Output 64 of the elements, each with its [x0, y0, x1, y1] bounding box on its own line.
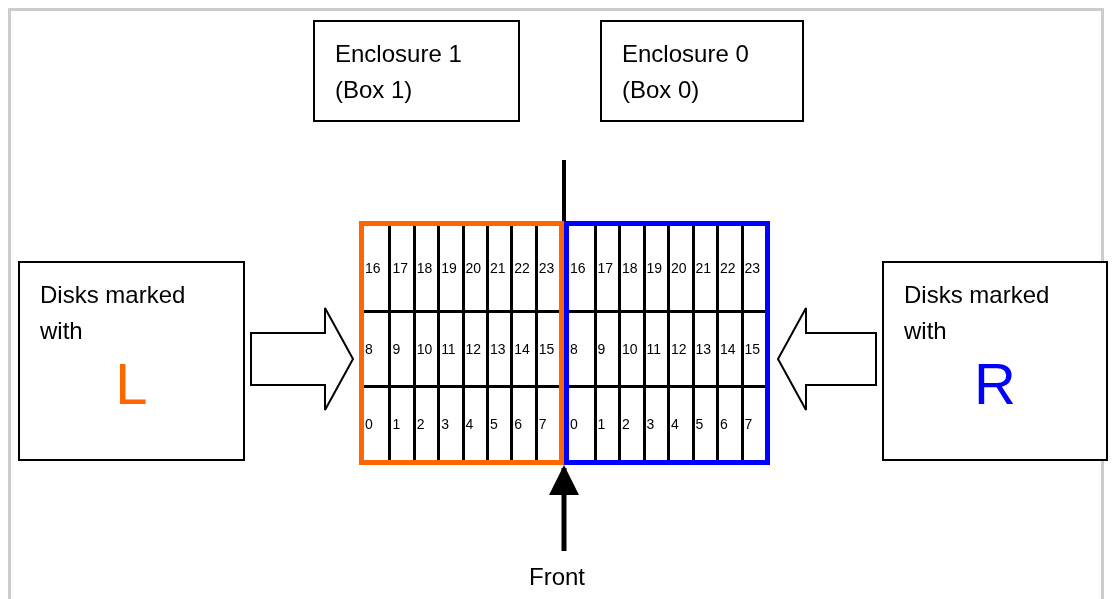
disk-slot: 2	[412, 385, 438, 460]
enclosure-frame	[359, 221, 564, 465]
marker-letter: R	[974, 353, 1016, 415]
box-text: Enclosure 0 (Box 0)	[622, 39, 750, 105]
marker-letter: L	[115, 353, 148, 415]
disk-slot: 12	[667, 310, 692, 385]
label-box	[18, 261, 245, 461]
disk-slot: 20	[667, 226, 692, 310]
disk-slot: 3	[642, 385, 667, 460]
disk-slot: 13	[485, 310, 511, 385]
disk-slot: 14	[716, 310, 741, 385]
disk-slot: 9	[593, 310, 618, 385]
box-text: Disks marked with	[904, 280, 1051, 346]
disk-slot: 9	[388, 310, 413, 385]
label-box	[600, 20, 804, 122]
disk-slot: 13	[691, 310, 716, 385]
disk-slot: 17	[388, 226, 413, 310]
disk-slot: 20	[461, 226, 486, 310]
disk-slot: 0	[364, 385, 389, 460]
disk-slot: 19	[437, 226, 462, 310]
block-arrow	[250, 307, 355, 411]
disk-slot: 7	[740, 385, 765, 460]
disk-slot: 1	[388, 385, 413, 460]
disk-slot: 14	[510, 310, 535, 385]
disk-slot: 7	[534, 385, 559, 460]
block-arrow	[776, 307, 877, 411]
arrow	[549, 465, 579, 551]
disk-slot: 4	[461, 385, 486, 460]
disk-slot: 11	[642, 310, 667, 385]
disk-slot: 6	[510, 385, 535, 460]
disk-slot: 8	[364, 310, 389, 385]
disk-slot: 4	[667, 385, 692, 460]
disk-slot: 15	[534, 310, 559, 385]
box-text: Disks marked with	[40, 280, 187, 346]
disk-slot: 19	[642, 226, 667, 310]
disk-slot: 21	[691, 226, 716, 310]
disk-slot: 2	[618, 385, 643, 460]
label-box	[882, 261, 1108, 461]
disk-slot: 22	[510, 226, 535, 310]
disk-slot: 3	[437, 385, 462, 460]
disk-slot: 5	[691, 385, 716, 460]
disk-slot: 1	[593, 385, 618, 460]
disk-slot: 23	[534, 226, 559, 310]
disk-slot: 17	[593, 226, 618, 310]
disk-slot: 11	[437, 310, 462, 385]
disk-slot: 16	[569, 226, 594, 310]
disk-slot: 18	[412, 226, 438, 310]
disk-slot: 12	[461, 310, 486, 385]
disk-slot: 15	[740, 310, 765, 385]
disk-slot: 8	[569, 310, 594, 385]
disk-slot: 23	[740, 226, 765, 310]
disk-slot: 5	[485, 385, 511, 460]
box-text: Enclosure 1 (Box 1)	[335, 39, 463, 105]
disk-slot: 10	[618, 310, 643, 385]
disk-slot: 16	[364, 226, 389, 310]
disk-slot: 21	[485, 226, 511, 310]
disk-slot: 22	[716, 226, 741, 310]
enclosure-frame	[564, 221, 770, 465]
disk-slot: 6	[716, 385, 741, 460]
disk-slot: 10	[412, 310, 438, 385]
disk-slot: 0	[569, 385, 594, 460]
label-box	[313, 20, 520, 122]
disk-slot: 18	[618, 226, 643, 310]
front-label: Front	[529, 563, 585, 591]
